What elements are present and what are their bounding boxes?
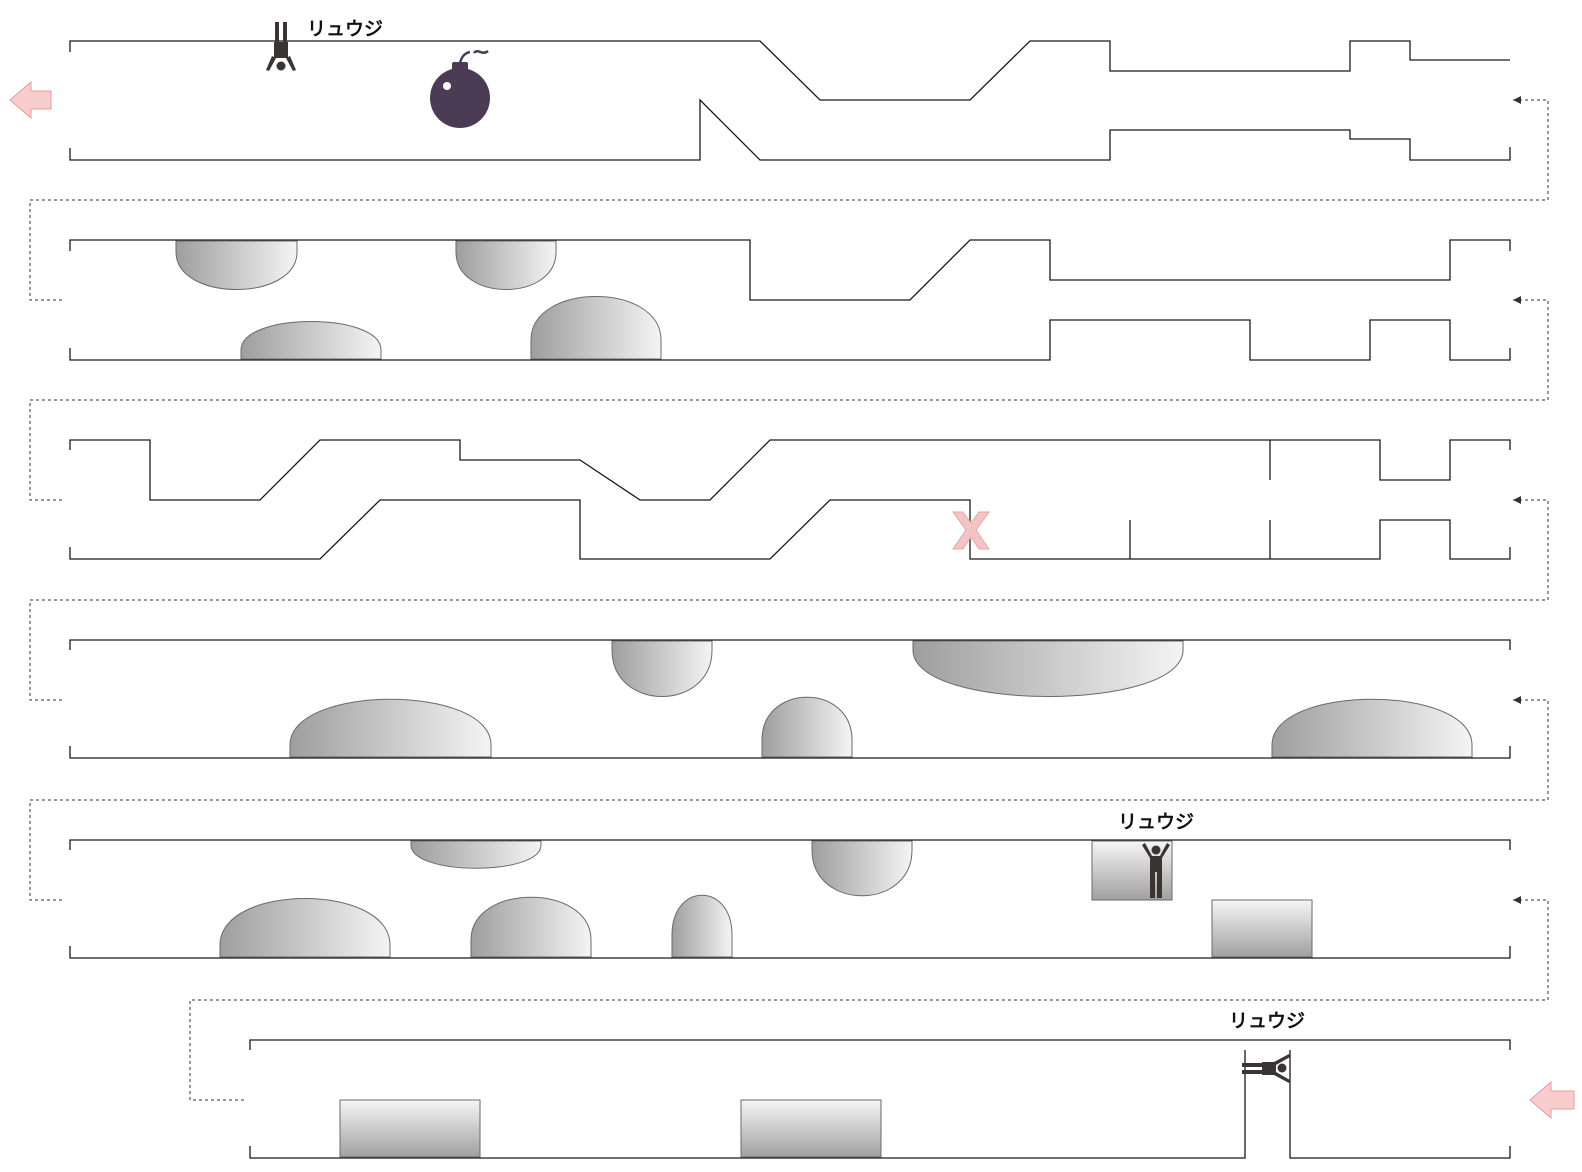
floor-mound — [219, 898, 391, 958]
floor-block — [339, 1099, 481, 1158]
person-sideways-icon — [1242, 1054, 1290, 1083]
floor-block — [1211, 899, 1313, 958]
ceiling-bump — [455, 240, 557, 290]
floor-mound — [289, 698, 492, 758]
ceiling-bump — [175, 240, 298, 290]
floor-mound — [240, 321, 382, 360]
route-arrowhead — [1513, 696, 1521, 704]
ceiling-bump — [912, 640, 1184, 697]
ryuji-label: リュウジ — [307, 18, 384, 40]
route-arrowhead — [1513, 896, 1521, 904]
floor-mounds — [219, 296, 1473, 958]
floor-mound — [530, 296, 662, 360]
floor-mound — [761, 696, 853, 758]
route-arrowhead — [1513, 296, 1521, 304]
ceiling-bump — [611, 640, 713, 697]
ryuji-label: リュウジ — [1229, 1010, 1306, 1032]
route-arrowhead — [1513, 496, 1521, 504]
ceiling-bump — [811, 840, 913, 897]
route-arrowhead — [1513, 96, 1521, 104]
x-mark-icon — [952, 511, 990, 550]
person-hanging-icon — [266, 22, 296, 71]
floor-mound — [470, 896, 592, 958]
floor-mound — [1271, 698, 1473, 758]
floor-block — [740, 1099, 882, 1158]
person-arms-up-icon — [1142, 843, 1170, 898]
blocks — [339, 840, 1313, 1158]
floor-mound — [671, 894, 733, 958]
corridor-walls — [69, 40, 1511, 1159]
ryuji-label: リュウジ — [1118, 811, 1195, 833]
left-arrow-icon — [9, 80, 52, 120]
left-arrow-icon — [1529, 1080, 1575, 1120]
ceiling-bumps — [175, 240, 1184, 897]
bomb-icon — [430, 49, 490, 128]
dotted-route — [29, 99, 1549, 1101]
route-arrowheads — [1513, 96, 1521, 904]
ceiling-bump — [410, 840, 542, 869]
